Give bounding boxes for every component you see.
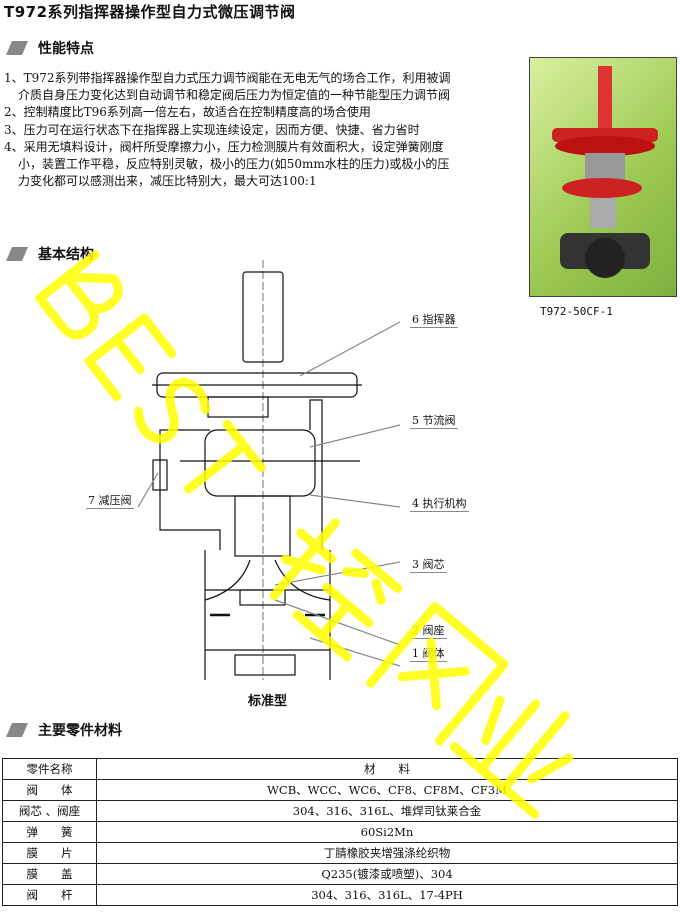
- header-cell: 零件名称: [2, 758, 97, 780]
- part-cell: 膜 盖: [2, 863, 97, 885]
- section-features-heading: 性能特点: [6, 38, 94, 58]
- diagram-caption: 标准型: [248, 694, 288, 709]
- material-cell: 60Si2Mn: [96, 821, 678, 843]
- page-title: T972系列指挥器操作型自力式微压调节阀: [4, 3, 296, 21]
- photo-caption: T972-50CF-1: [540, 305, 613, 318]
- material-cell: Q235(镀漆或喷塑)、304: [96, 863, 678, 885]
- label-actuator: 4 执行机构: [410, 497, 469, 512]
- label-pilot: 6 指挥器: [410, 313, 458, 328]
- section-marker-icon: [6, 41, 28, 55]
- header-cell: 材 料: [96, 758, 678, 780]
- part-cell: 阀 杆: [2, 884, 97, 906]
- heading-text: 主要零件材料: [38, 723, 122, 739]
- valve-photo-image: [552, 66, 658, 278]
- part-cell: 阀芯 、阀座: [2, 800, 97, 822]
- part-cell: 膜 片: [2, 842, 97, 864]
- product-photo: [529, 57, 677, 297]
- material-cell: WCB、WCC、WC6、CF8、CF8M、CF3M: [96, 779, 678, 801]
- section-marker-icon: [6, 723, 28, 737]
- section-materials-heading: 主要零件材料: [6, 720, 122, 740]
- table-header-row: 零件名称材 料: [2, 758, 678, 780]
- part-cell: 阀 体: [2, 779, 97, 801]
- heading-text: 性能特点: [38, 41, 94, 57]
- feature-item: 2、控制精度比T96系列高一倍左右，故适合在控制精度高的场合使用: [4, 105, 371, 120]
- section-marker-icon: [6, 247, 28, 261]
- part-cell: 弹 簧: [2, 821, 97, 843]
- features-list: 1、T972系列带指挥器操作型自力式压力调节阀能在无电无气的场合工作，利用被调介…: [4, 70, 458, 190]
- label-valve-plug: 3 阀芯: [410, 558, 447, 573]
- material-cell: 304、316、316L、堆焊司钛莱合金: [96, 800, 678, 822]
- feature-item: 3、压力可在运行状态下在指挥器上实现连续设定，因而方便、快捷、省力省时: [4, 122, 420, 137]
- label-valve-body: 1 阀体: [410, 647, 447, 662]
- label-throttle-valve: 5 节流阀: [410, 414, 458, 429]
- label-reducing-valve: 7 减压阀: [86, 494, 134, 509]
- material-cell: 304、316、316L、17-4PH: [96, 884, 678, 906]
- material-cell: 丁腈橡胶夹增强涤纶织物: [96, 842, 678, 864]
- feature-item: 1、T972系列带指挥器操作型自力式压力调节阀能在无电无气的场合工作，利用被调介…: [4, 71, 451, 103]
- label-valve-seat: 2 阀座: [410, 624, 447, 639]
- feature-item: 4、采用无填料设计，阀杆所受摩擦力小，压力检测膜片有效面积大，设定弹簧刚度小，装…: [4, 139, 450, 189]
- table-row: 膜 片丁腈橡胶夹增强涤纶织物: [2, 842, 678, 864]
